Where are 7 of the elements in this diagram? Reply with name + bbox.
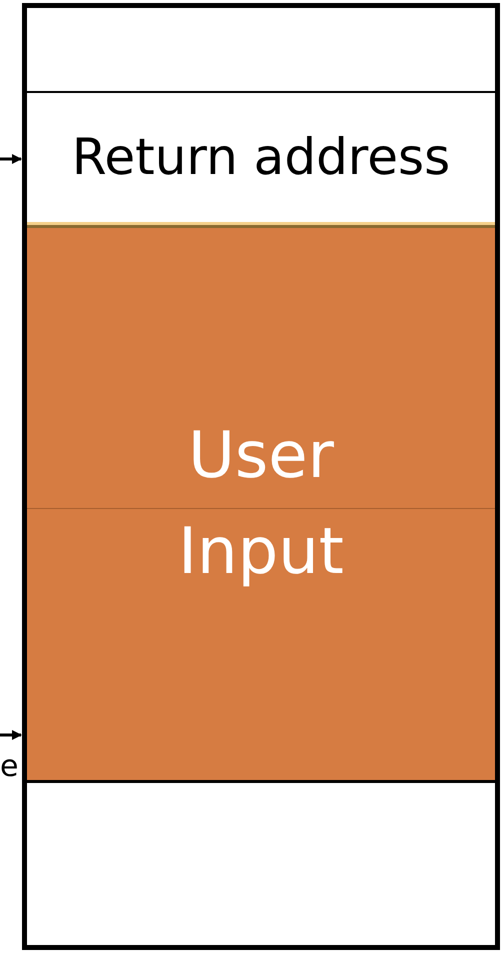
arrow [0, 154, 22, 164]
stack-slot [27, 225, 495, 780]
slot-label: Return address [72, 127, 450, 188]
stack-frame [22, 3, 500, 950]
label-text: e [0, 752, 18, 782]
slot-label: User Input [177, 418, 345, 591]
arrow [0, 730, 22, 740]
